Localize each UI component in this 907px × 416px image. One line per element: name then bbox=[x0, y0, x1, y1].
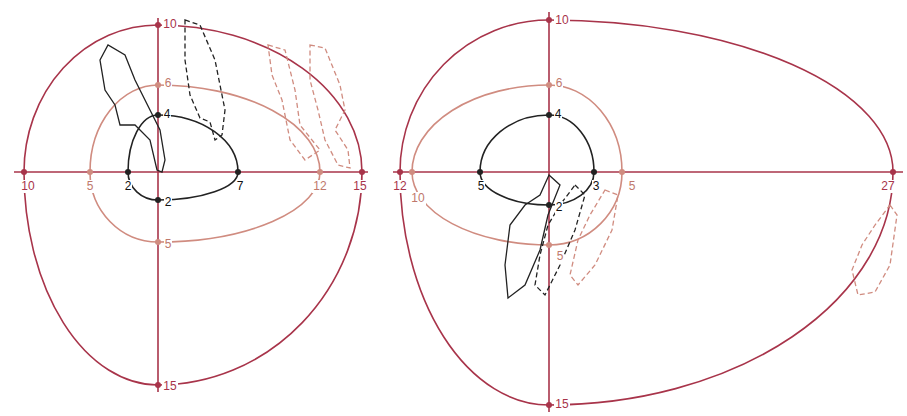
scale-number: 7 bbox=[236, 180, 245, 193]
scale-number: 5 bbox=[86, 180, 95, 193]
scale-number: 2 bbox=[124, 180, 133, 193]
scotoma-outline bbox=[310, 45, 350, 168]
axis-line bbox=[14, 171, 368, 173]
axis-line bbox=[157, 18, 159, 392]
middle-isopter bbox=[412, 85, 622, 245]
scale-number: 2 bbox=[164, 196, 173, 209]
axis-dots bbox=[21, 17, 896, 408]
inner-isopter bbox=[480, 115, 594, 205]
scale-number: 15 bbox=[162, 380, 177, 393]
outer-isopter bbox=[400, 20, 893, 405]
axis-line bbox=[393, 171, 903, 173]
scotoma-outline bbox=[268, 45, 320, 160]
scale-number: 4 bbox=[163, 108, 172, 121]
scotoma-outline bbox=[570, 190, 618, 285]
scale-number: 3 bbox=[592, 180, 601, 193]
scale-number: 2 bbox=[555, 201, 564, 214]
scale-number: 5 bbox=[556, 250, 565, 263]
scale-number: 27 bbox=[880, 180, 895, 193]
scale-number: 5 bbox=[628, 180, 637, 193]
scale-number: 15 bbox=[554, 398, 569, 411]
scotoma-outline bbox=[185, 20, 225, 140]
scotoma-outline bbox=[852, 205, 897, 295]
middle-isopter bbox=[90, 85, 320, 242]
scale-number: 5 bbox=[164, 238, 173, 251]
scotoma-outline bbox=[505, 175, 560, 298]
scale-number: 10 bbox=[554, 14, 569, 27]
inner-isopter bbox=[128, 115, 238, 200]
scale-number: 6 bbox=[555, 77, 564, 90]
scale-number: 15 bbox=[352, 180, 367, 193]
scotoma-outline bbox=[100, 45, 165, 172]
scale-number: 6 bbox=[164, 77, 173, 90]
outer-isopter bbox=[24, 25, 362, 385]
scale-number: 12 bbox=[312, 180, 327, 193]
scale-number: 10 bbox=[162, 18, 177, 31]
scale-number: 10 bbox=[410, 192, 425, 205]
scale-number: 12 bbox=[392, 180, 407, 193]
scale-number: 10 bbox=[20, 180, 35, 193]
scale-number: 4 bbox=[554, 108, 563, 121]
scale-number: 5 bbox=[477, 180, 486, 193]
